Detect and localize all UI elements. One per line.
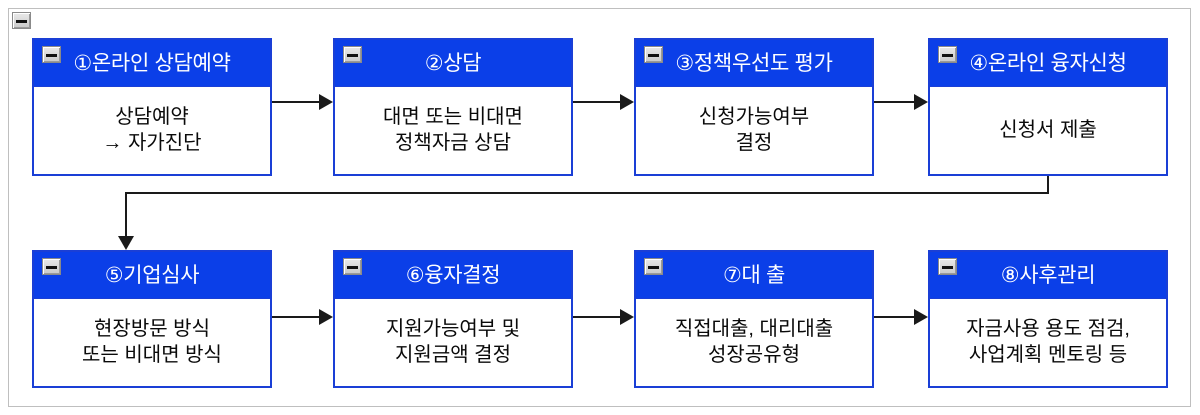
edge-step5-step6 xyxy=(272,316,320,318)
edge-arrowhead xyxy=(914,94,928,110)
edge-arrowhead xyxy=(620,309,634,325)
node-body-line: → 자가진단 xyxy=(102,131,202,154)
node-header: ⑧사후관리 xyxy=(930,252,1166,298)
process-node-step6[interactable]: ⑥융자결정 지원가능여부 및 지원금액 결정 xyxy=(333,250,573,388)
process-node-step4[interactable]: ④온라인 융자신청 신청서 제출 xyxy=(928,38,1168,176)
edge-arrowhead xyxy=(620,94,634,110)
minus-icon[interactable] xyxy=(938,46,957,63)
minus-icon[interactable] xyxy=(42,46,61,63)
node-title: ⑤기업심사 xyxy=(104,263,200,287)
node-body: 자금사용 용도 점검, 사업계획 멘토링 등 xyxy=(930,298,1166,386)
node-title: ⑧사후관리 xyxy=(1000,263,1096,287)
node-body-line: 현장방문 방식 xyxy=(94,317,210,340)
edge-step7-step8 xyxy=(874,316,915,318)
node-body-line: 또는 비대면 방식 xyxy=(82,343,222,366)
edge-arrowhead xyxy=(914,309,928,325)
edge-step3-step4 xyxy=(874,101,915,103)
node-header: ④온라인 융자신청 xyxy=(930,40,1166,86)
node-body-line: 신청서 제출 xyxy=(999,118,1097,141)
node-body: 지원가능여부 및 지원금액 결정 xyxy=(335,298,571,386)
process-node-step8[interactable]: ⑧사후관리 자금사용 용도 점검, 사업계획 멘토링 등 xyxy=(928,250,1168,388)
node-body-line: 신청가능여부 xyxy=(698,105,810,128)
node-body-line: 직접대출, 대리대출 xyxy=(674,317,834,340)
minus-icon[interactable] xyxy=(42,258,61,275)
node-body: 직접대출, 대리대출 성장공유형 xyxy=(636,298,872,386)
node-title: ⑦대 출 xyxy=(722,263,786,287)
edge-step4-step5-descend xyxy=(125,192,127,237)
node-header: ③정책우선도 평가 xyxy=(636,40,872,86)
node-body-line: 상담예약 xyxy=(115,105,189,128)
node-body-line: 결정 xyxy=(735,131,773,154)
node-body: 신청가능여부 결정 xyxy=(636,86,872,174)
node-body-line: 성장공유형 xyxy=(708,343,800,366)
minus-icon[interactable] xyxy=(644,46,663,63)
node-header: ①온라인 상담예약 xyxy=(34,40,270,86)
minus-icon[interactable] xyxy=(938,258,957,275)
minus-icon[interactable] xyxy=(644,258,663,275)
edge-step1-step2 xyxy=(272,101,320,103)
node-body-line: 정책자금 상담 xyxy=(395,131,511,154)
node-body-line: 자금사용 용도 점검, xyxy=(966,317,1130,340)
node-body-line: 대면 또는 비대면 xyxy=(383,105,523,128)
node-title: ⑥융자결정 xyxy=(405,263,501,287)
minus-icon[interactable] xyxy=(343,258,362,275)
edge-arrowhead xyxy=(118,236,134,250)
process-node-step7[interactable]: ⑦대 출 직접대출, 대리대출 성장공유형 xyxy=(634,250,874,388)
node-header: ⑥융자결정 xyxy=(335,252,571,298)
process-node-step1[interactable]: ①온라인 상담예약 상담예약 → 자가진단 xyxy=(32,38,272,176)
edge-arrowhead xyxy=(319,309,333,325)
edge-arrowhead xyxy=(319,94,333,110)
node-body-line: 사업계획 멘토링 등 xyxy=(968,343,1128,366)
process-node-step5[interactable]: ⑤기업심사 현장방문 방식 또는 비대면 방식 xyxy=(32,250,272,388)
process-node-step2[interactable]: ②상담 대면 또는 비대면 정책자금 상담 xyxy=(333,38,573,176)
node-header: ⑤기업심사 xyxy=(34,252,270,298)
node-body: 대면 또는 비대면 정책자금 상담 xyxy=(335,86,571,174)
edge-step4-step5-drop xyxy=(1047,176,1049,194)
node-body-line: 지원가능여부 및 xyxy=(385,317,521,340)
edge-step6-step7 xyxy=(573,316,621,318)
node-body-line: 지원금액 결정 xyxy=(395,343,511,366)
collapse-minus-icon[interactable] xyxy=(12,12,31,29)
node-header: ⑦대 출 xyxy=(636,252,872,298)
node-title: ④온라인 융자신청 xyxy=(969,51,1127,75)
minus-icon[interactable] xyxy=(343,46,362,63)
node-body: 신청서 제출 xyxy=(930,86,1166,174)
node-title: ③정책우선도 평가 xyxy=(675,51,833,75)
node-body: 상담예약 → 자가진단 xyxy=(34,86,270,174)
node-body: 현장방문 방식 또는 비대면 방식 xyxy=(34,298,270,386)
edge-step4-step5-span xyxy=(125,192,1049,194)
node-title: ①온라인 상담예약 xyxy=(73,51,231,75)
edge-step2-step3 xyxy=(573,101,621,103)
node-title: ②상담 xyxy=(424,51,482,75)
process-node-step3[interactable]: ③정책우선도 평가 신청가능여부 결정 xyxy=(634,38,874,176)
node-header: ②상담 xyxy=(335,40,571,86)
